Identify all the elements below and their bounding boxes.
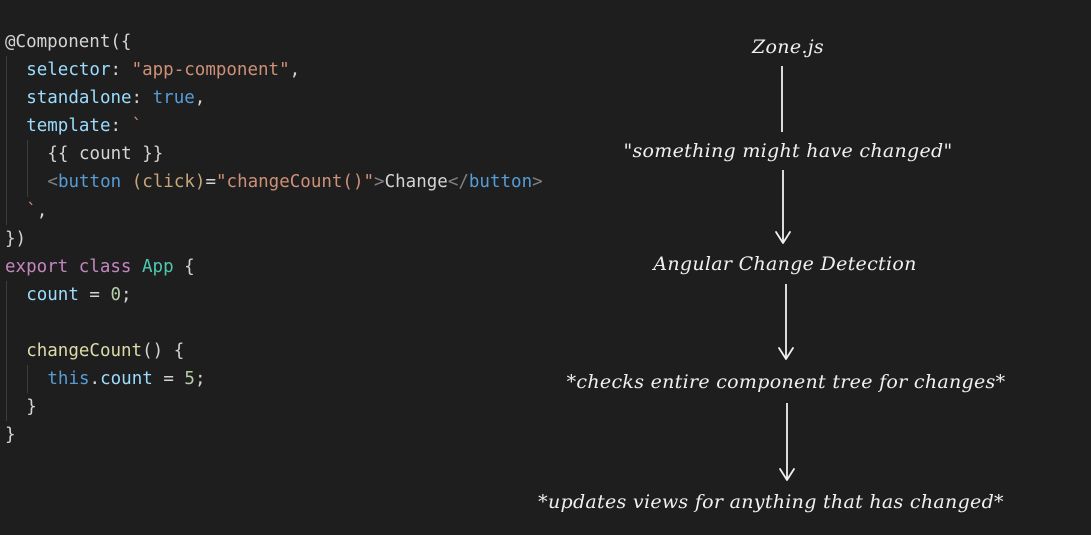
code-line: }): [5, 225, 565, 253]
code-token: >: [374, 172, 385, 193]
indent-guide: [6, 112, 7, 141]
code-token: "changeCount()": [216, 172, 375, 193]
code-token: </: [447, 172, 469, 193]
code-token: ,: [194, 88, 206, 109]
indent-guide: [27, 365, 29, 394]
indent-guide: [6, 393, 7, 422]
flow-arrow-3: [778, 284, 794, 360]
code-line: changeCount() {: [5, 337, 565, 366]
code-token: export: [5, 256, 69, 277]
code-token: ;: [194, 369, 206, 390]
indent-guide: [6, 365, 7, 394]
code-token: :: [110, 60, 132, 81]
flow-step-zone-js: Zone.js: [752, 36, 824, 58]
code-token: [131, 257, 142, 277]
code-line: }: [5, 421, 565, 449]
code-token: ,: [289, 60, 301, 81]
code-token: `: [131, 116, 143, 137]
indent-guide: [6, 308, 7, 338]
code-token: App: [142, 256, 174, 277]
code-line: this.count = 5;: [5, 365, 565, 394]
code-token: class: [78, 256, 132, 277]
code-line: standalone: true,: [5, 84, 565, 113]
code-token: Change: [384, 172, 448, 193]
indent-guide: [6, 168, 7, 197]
code-token: :: [110, 116, 132, 137]
code-line: export class App {: [5, 253, 565, 281]
flow-step-change-detection: Angular Change Detection: [653, 253, 917, 275]
code-token: [68, 257, 79, 277]
indent-guide: [27, 168, 29, 197]
code-token: true: [152, 88, 195, 109]
code-line: template: `: [5, 112, 565, 141]
code-token: 0: [110, 284, 122, 305]
code-token: ;: [121, 284, 132, 305]
code-token: @Component({: [5, 32, 132, 52]
code-token: }): [5, 228, 27, 249]
code-token: (click): [121, 172, 206, 193]
code-token: this: [47, 369, 90, 390]
code-token: }: [26, 397, 37, 418]
code-token: "app-component": [131, 60, 290, 81]
indent-guide: [6, 56, 7, 85]
code-token: {: [173, 256, 195, 277]
code-token: <: [47, 172, 58, 193]
code-line: @Component({: [5, 28, 565, 56]
code-line: {{ count }}: [5, 140, 565, 169]
indent-guide: [6, 337, 7, 366]
flow-arrow-4: [779, 403, 795, 481]
code-token: `: [26, 200, 37, 221]
code-token: count: [26, 284, 79, 305]
code-token: count: [100, 369, 153, 390]
indent-guide: [27, 140, 29, 169]
code-token: }: [5, 425, 16, 446]
code-token: {{ count }}: [47, 144, 164, 165]
code-line: [5, 308, 565, 338]
indent-guide: [6, 196, 7, 225]
flow-arrow-2: [775, 170, 791, 244]
indent-guide: [6, 280, 7, 309]
code-token: selector: [26, 60, 111, 81]
flow-step-updates-views: *updates views for anything that has cha…: [538, 491, 1004, 513]
code-line: `,: [5, 196, 565, 225]
code-token: changeCount: [26, 341, 143, 362]
code-token: :: [131, 88, 153, 109]
flow-step-signal: "something might have changed": [623, 140, 953, 162]
flow-arrow-1: [781, 66, 783, 132]
code-line: }: [5, 393, 565, 422]
code-line: selector: "app-component",: [5, 56, 565, 85]
code-token: 5: [184, 369, 195, 390]
code-token: button: [468, 172, 533, 193]
code-token: =: [152, 369, 185, 390]
code-token: standalone: [26, 88, 132, 109]
code-line: count = 0;: [5, 280, 565, 309]
code-token: =: [78, 284, 111, 305]
code-token: >: [532, 172, 543, 193]
indent-guide: [6, 84, 7, 113]
code-line: <button (click)="changeCount()">Change</…: [5, 168, 565, 197]
code-token: () {: [142, 341, 185, 362]
code-token: =: [205, 172, 216, 193]
code-token: ,: [36, 200, 48, 221]
code-token: button: [57, 172, 122, 193]
code-snippet: @Component({selector: "app-component",st…: [5, 28, 565, 449]
code-token: .: [89, 369, 101, 390]
flow-step-checks-tree: *checks entire component tree for change…: [566, 371, 1006, 393]
code-token: template: [26, 116, 111, 137]
indent-guide: [6, 140, 7, 169]
